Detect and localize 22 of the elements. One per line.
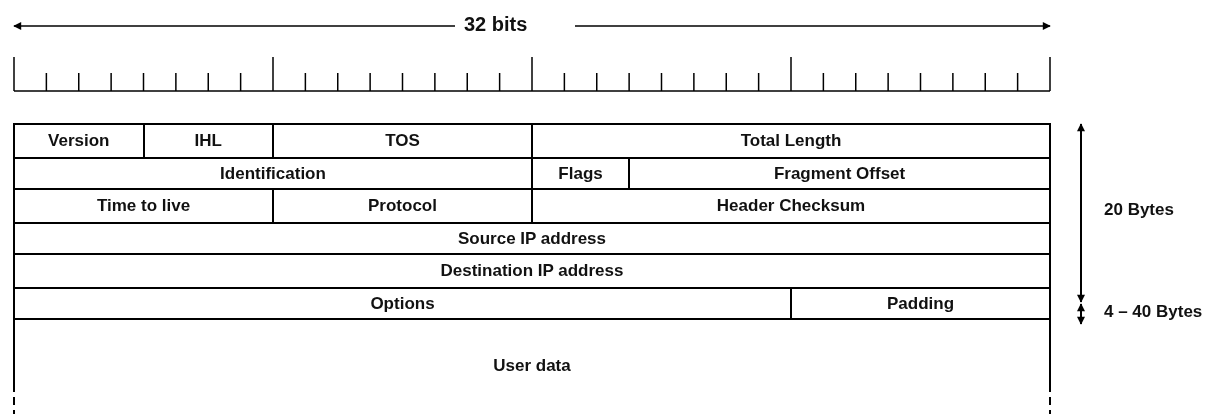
header-field — [13, 123, 145, 159]
field-label: Protocol — [368, 196, 437, 216]
field-label: IHL — [194, 131, 222, 151]
field-label: Fragment Offset — [773, 163, 906, 184]
header-field — [790, 287, 1051, 320]
field-label: Total Length — [740, 131, 842, 151]
field-label: Time to live — [96, 196, 191, 216]
header-field — [531, 123, 1051, 159]
field-label: Options — [370, 293, 435, 314]
header-field — [13, 287, 792, 320]
field-label: Source IP address — [457, 228, 606, 249]
field-label: Header Checksum — [716, 196, 866, 216]
header-field — [13, 253, 1051, 289]
field-label: Version — [48, 131, 110, 151]
payload-region — [13, 318, 1051, 414]
field-label: Padding — [886, 293, 955, 314]
field-label: User data — [493, 356, 571, 376]
header-field — [13, 222, 1051, 255]
field-label: Identification — [220, 163, 326, 184]
field-label: Destination IP address — [440, 261, 624, 281]
field-label: Flags — [558, 163, 603, 184]
field-label: TOS — [385, 131, 420, 151]
